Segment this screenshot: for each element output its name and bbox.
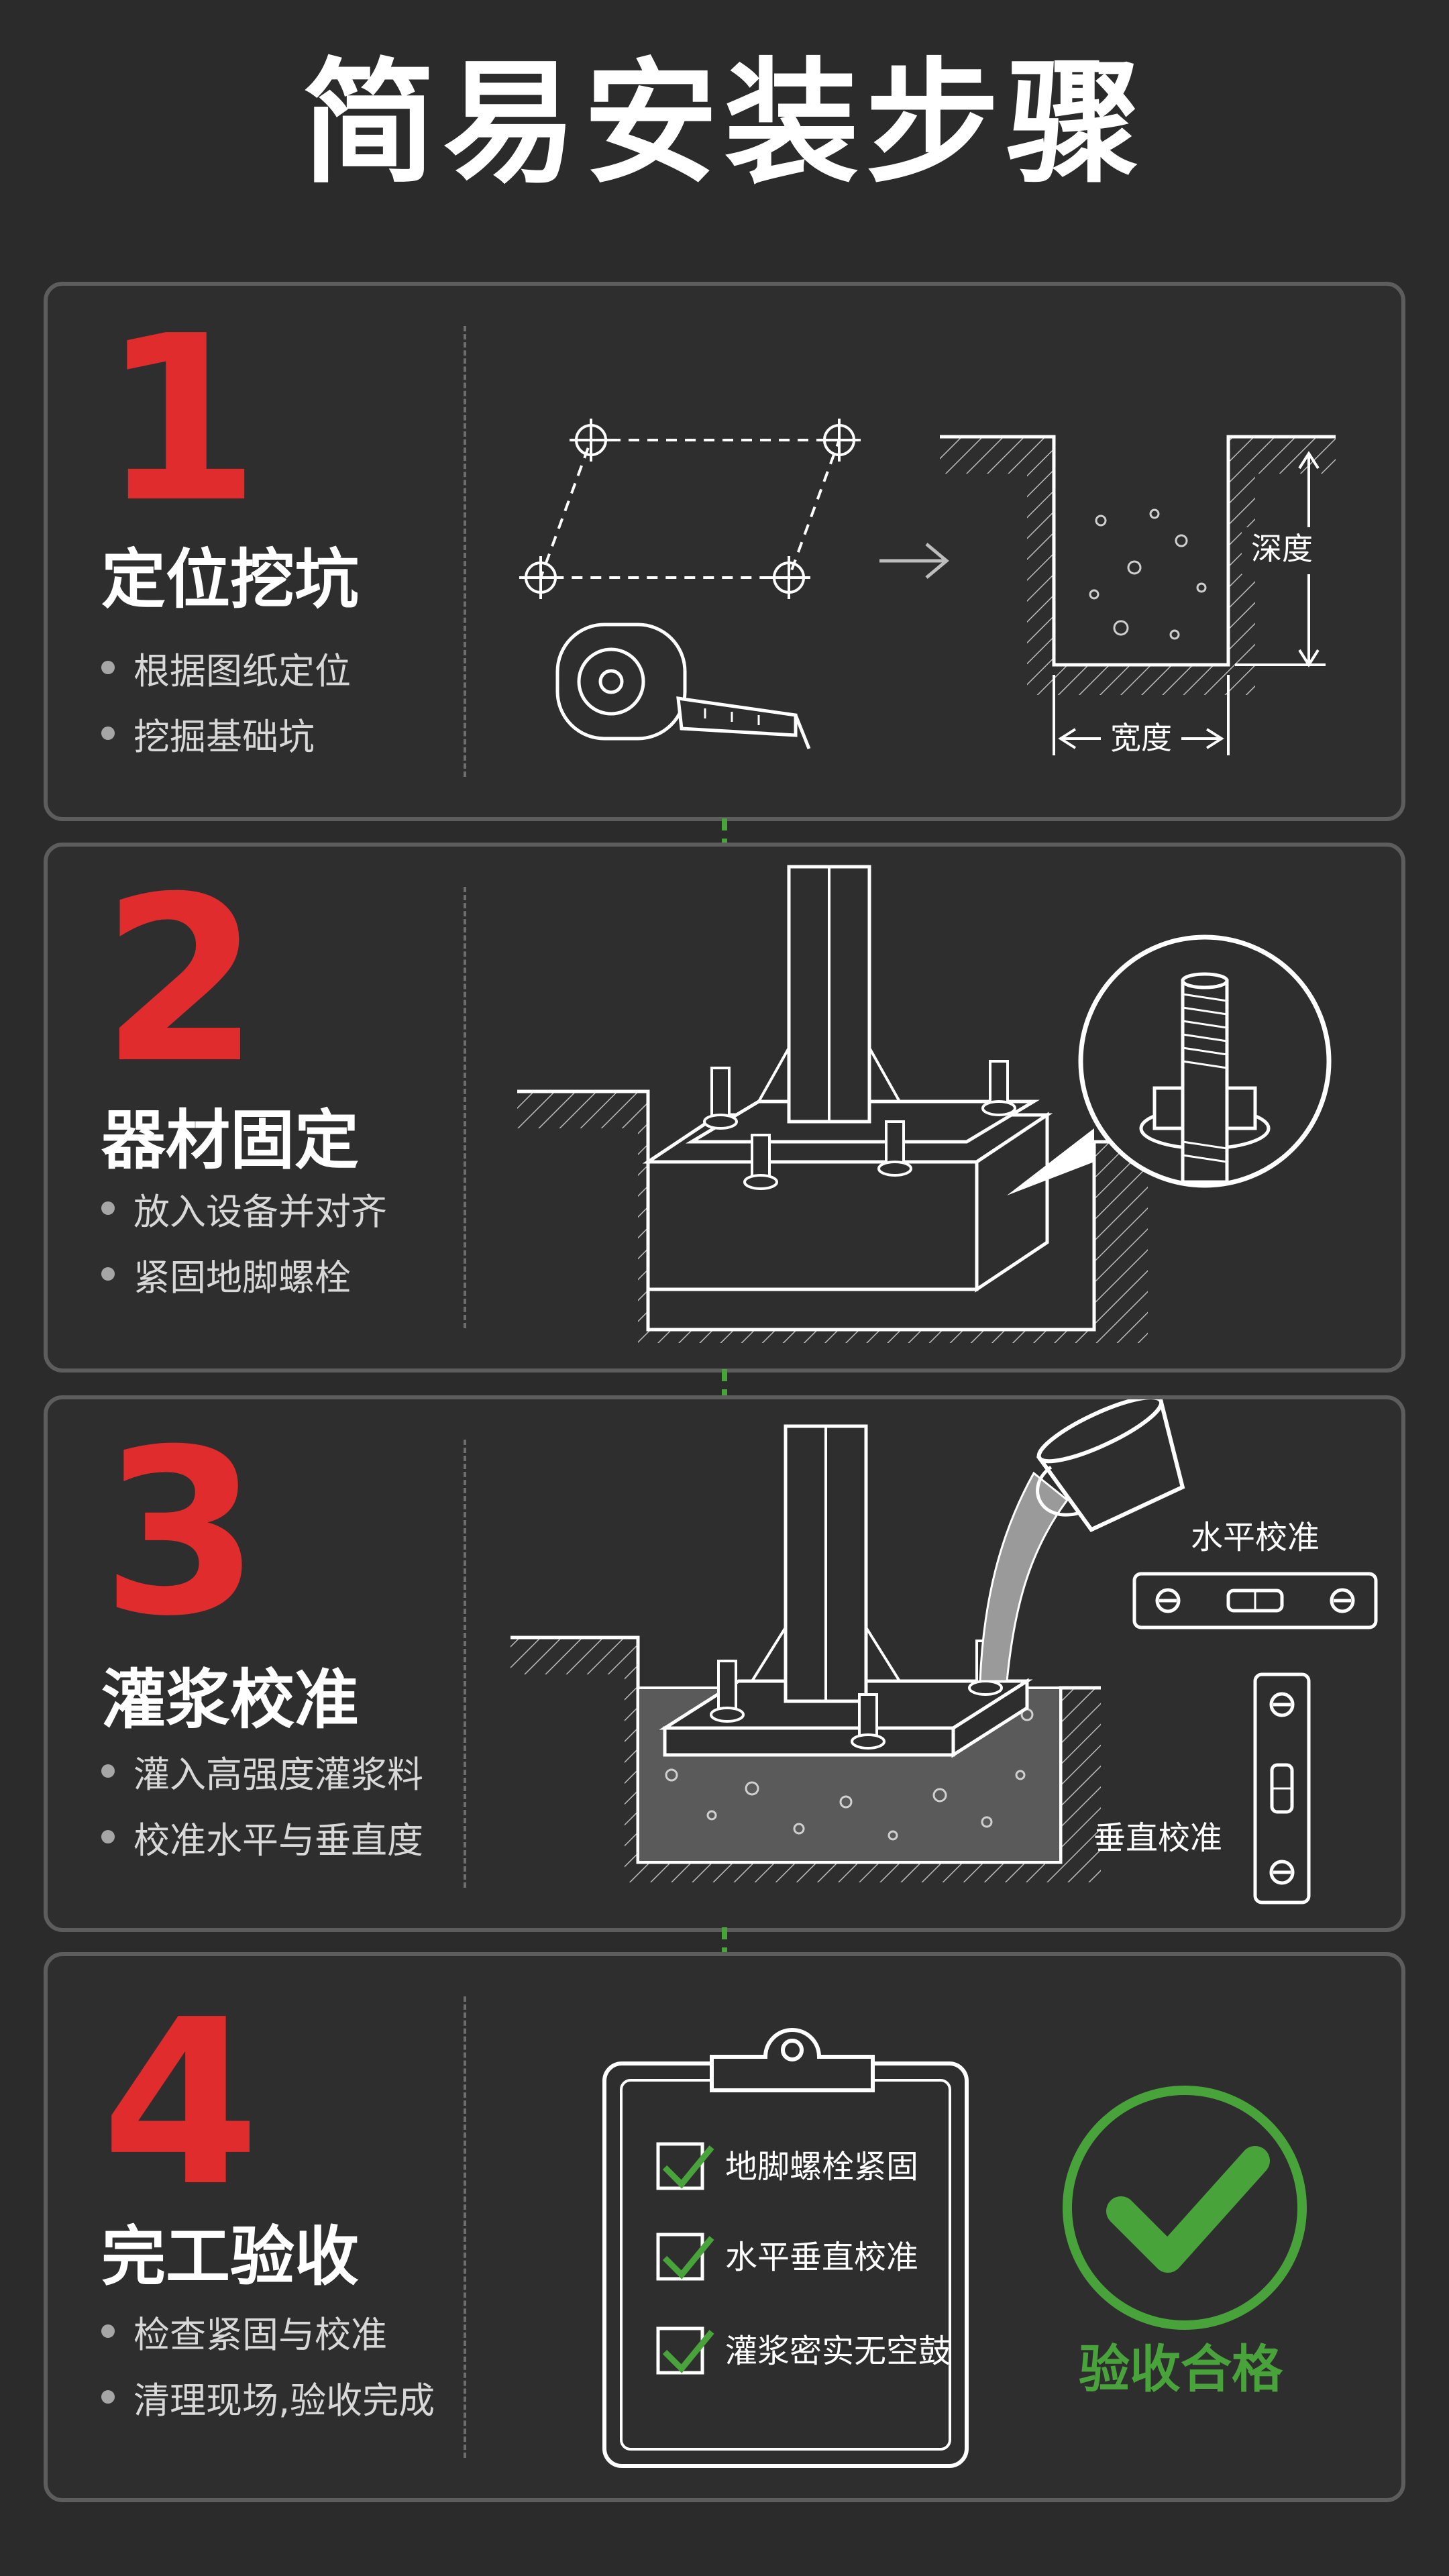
width-label: 宽度 (1110, 720, 1172, 756)
step-bullets: 根据图纸定位 挖掘基础坑 (101, 635, 351, 766)
step-number: 2 (101, 848, 260, 1114)
step-bullets: 放入设备并对齐 紧固地脚螺栓 (101, 1175, 387, 1307)
tape-measure-icon (555, 623, 811, 749)
checkbox-icon (656, 2233, 714, 2281)
step-bullets: 灌入高强度灌浆料 校准水平与垂直度 (101, 1738, 423, 1870)
step-card-1: 1 定位挖坑 根据图纸定位 挖掘基础坑 (44, 282, 1405, 821)
step-1-illustration: 深度 宽度 (519, 419, 1336, 762)
step-title: 器材固定 (101, 1103, 359, 1178)
step-number: 3 (101, 1401, 260, 1666)
bullet-dot-icon (101, 727, 115, 740)
bullet-item: 检查紧固与校准 (101, 2298, 435, 2364)
mounted-base-icon (517, 865, 1148, 1343)
step-number: 4 (101, 1971, 260, 2237)
bullet-dot-icon (101, 1267, 115, 1281)
bullet-dot-icon (101, 1830, 115, 1843)
step-2-illustration (517, 865, 1332, 1343)
bullet-item: 紧固地脚螺栓 (101, 1241, 387, 1307)
bullet-dot-icon (101, 1764, 115, 1778)
vertical-level-icon (1253, 1672, 1311, 1904)
step-4-illustration: 地脚螺栓紧固 水平垂直校准 灌浆密实无空鼓 (602, 2028, 1307, 2468)
bullet-dot-icon (101, 1201, 115, 1215)
page-title: 简易安装步骤 (301, 46, 1147, 202)
clipboard-icon (602, 2028, 969, 2468)
vertical-label: 垂直校准 (1093, 1819, 1222, 1857)
horizontal-label: 水平校准 (1191, 1519, 1320, 1556)
step-3-illustration: 水平校准 垂直校准 (511, 1399, 1378, 1904)
pit-cross-section-icon: 深度 宽度 (940, 435, 1336, 762)
bullet-item: 根据图纸定位 (101, 635, 351, 700)
step-card-4: 4 完工验收 检查紧固与校准 清理现场,验收完成 地脚螺栓紧固 水平垂直校准 灌… (44, 1952, 1405, 2502)
layout-points-icon (519, 419, 861, 599)
grout-bucket-icon (979, 1399, 1185, 1682)
bullet-dot-icon (101, 2390, 115, 2404)
step-title: 完工验收 (101, 2219, 359, 2294)
checkbox-icon (656, 2326, 714, 2375)
card-divider (464, 1440, 466, 1888)
checklist-item: 水平垂直校准 (725, 2239, 918, 2276)
bullet-item: 灌入高强度灌浆料 (101, 1738, 423, 1804)
bolt-nut-detail-icon (1007, 934, 1332, 1195)
grouted-base-icon (511, 1424, 1101, 1882)
checklist-item: 灌浆密实无空鼓 (725, 2332, 951, 2370)
step-number: 1 (101, 287, 260, 553)
bullet-item: 挖掘基础坑 (101, 700, 351, 766)
step-title: 定位挖坑 (101, 542, 359, 617)
card-divider (464, 887, 466, 1328)
step-bullets: 检查紧固与校准 清理现场,验收完成 (101, 2298, 435, 2430)
bullet-dot-icon (101, 661, 115, 674)
step-card-3: 3 灌浆校准 灌入高强度灌浆料 校准水平与垂直度 (44, 1395, 1405, 1932)
arrow-right-icon (879, 543, 949, 579)
bullet-item: 放入设备并对齐 (101, 1175, 387, 1241)
bullet-dot-icon (101, 2324, 115, 2338)
pass-label: 验收合格 (1079, 2339, 1283, 2399)
bullet-item: 清理现场,验收完成 (101, 2364, 435, 2430)
approved-check-icon (1063, 2086, 1307, 2330)
bullet-item: 校准水平与垂直度 (101, 1804, 423, 1870)
card-divider (464, 326, 466, 777)
horizontal-level-icon (1132, 1572, 1378, 1629)
step-title: 灌浆校准 (101, 1662, 359, 1737)
step-card-2: 2 器材固定 放入设备并对齐 紧固地脚螺栓 (44, 843, 1405, 1373)
checklist-item: 地脚螺栓紧固 (725, 2148, 918, 2186)
depth-label: 深度 (1251, 531, 1313, 567)
card-divider (464, 1996, 466, 2458)
checkbox-icon (656, 2142, 714, 2190)
